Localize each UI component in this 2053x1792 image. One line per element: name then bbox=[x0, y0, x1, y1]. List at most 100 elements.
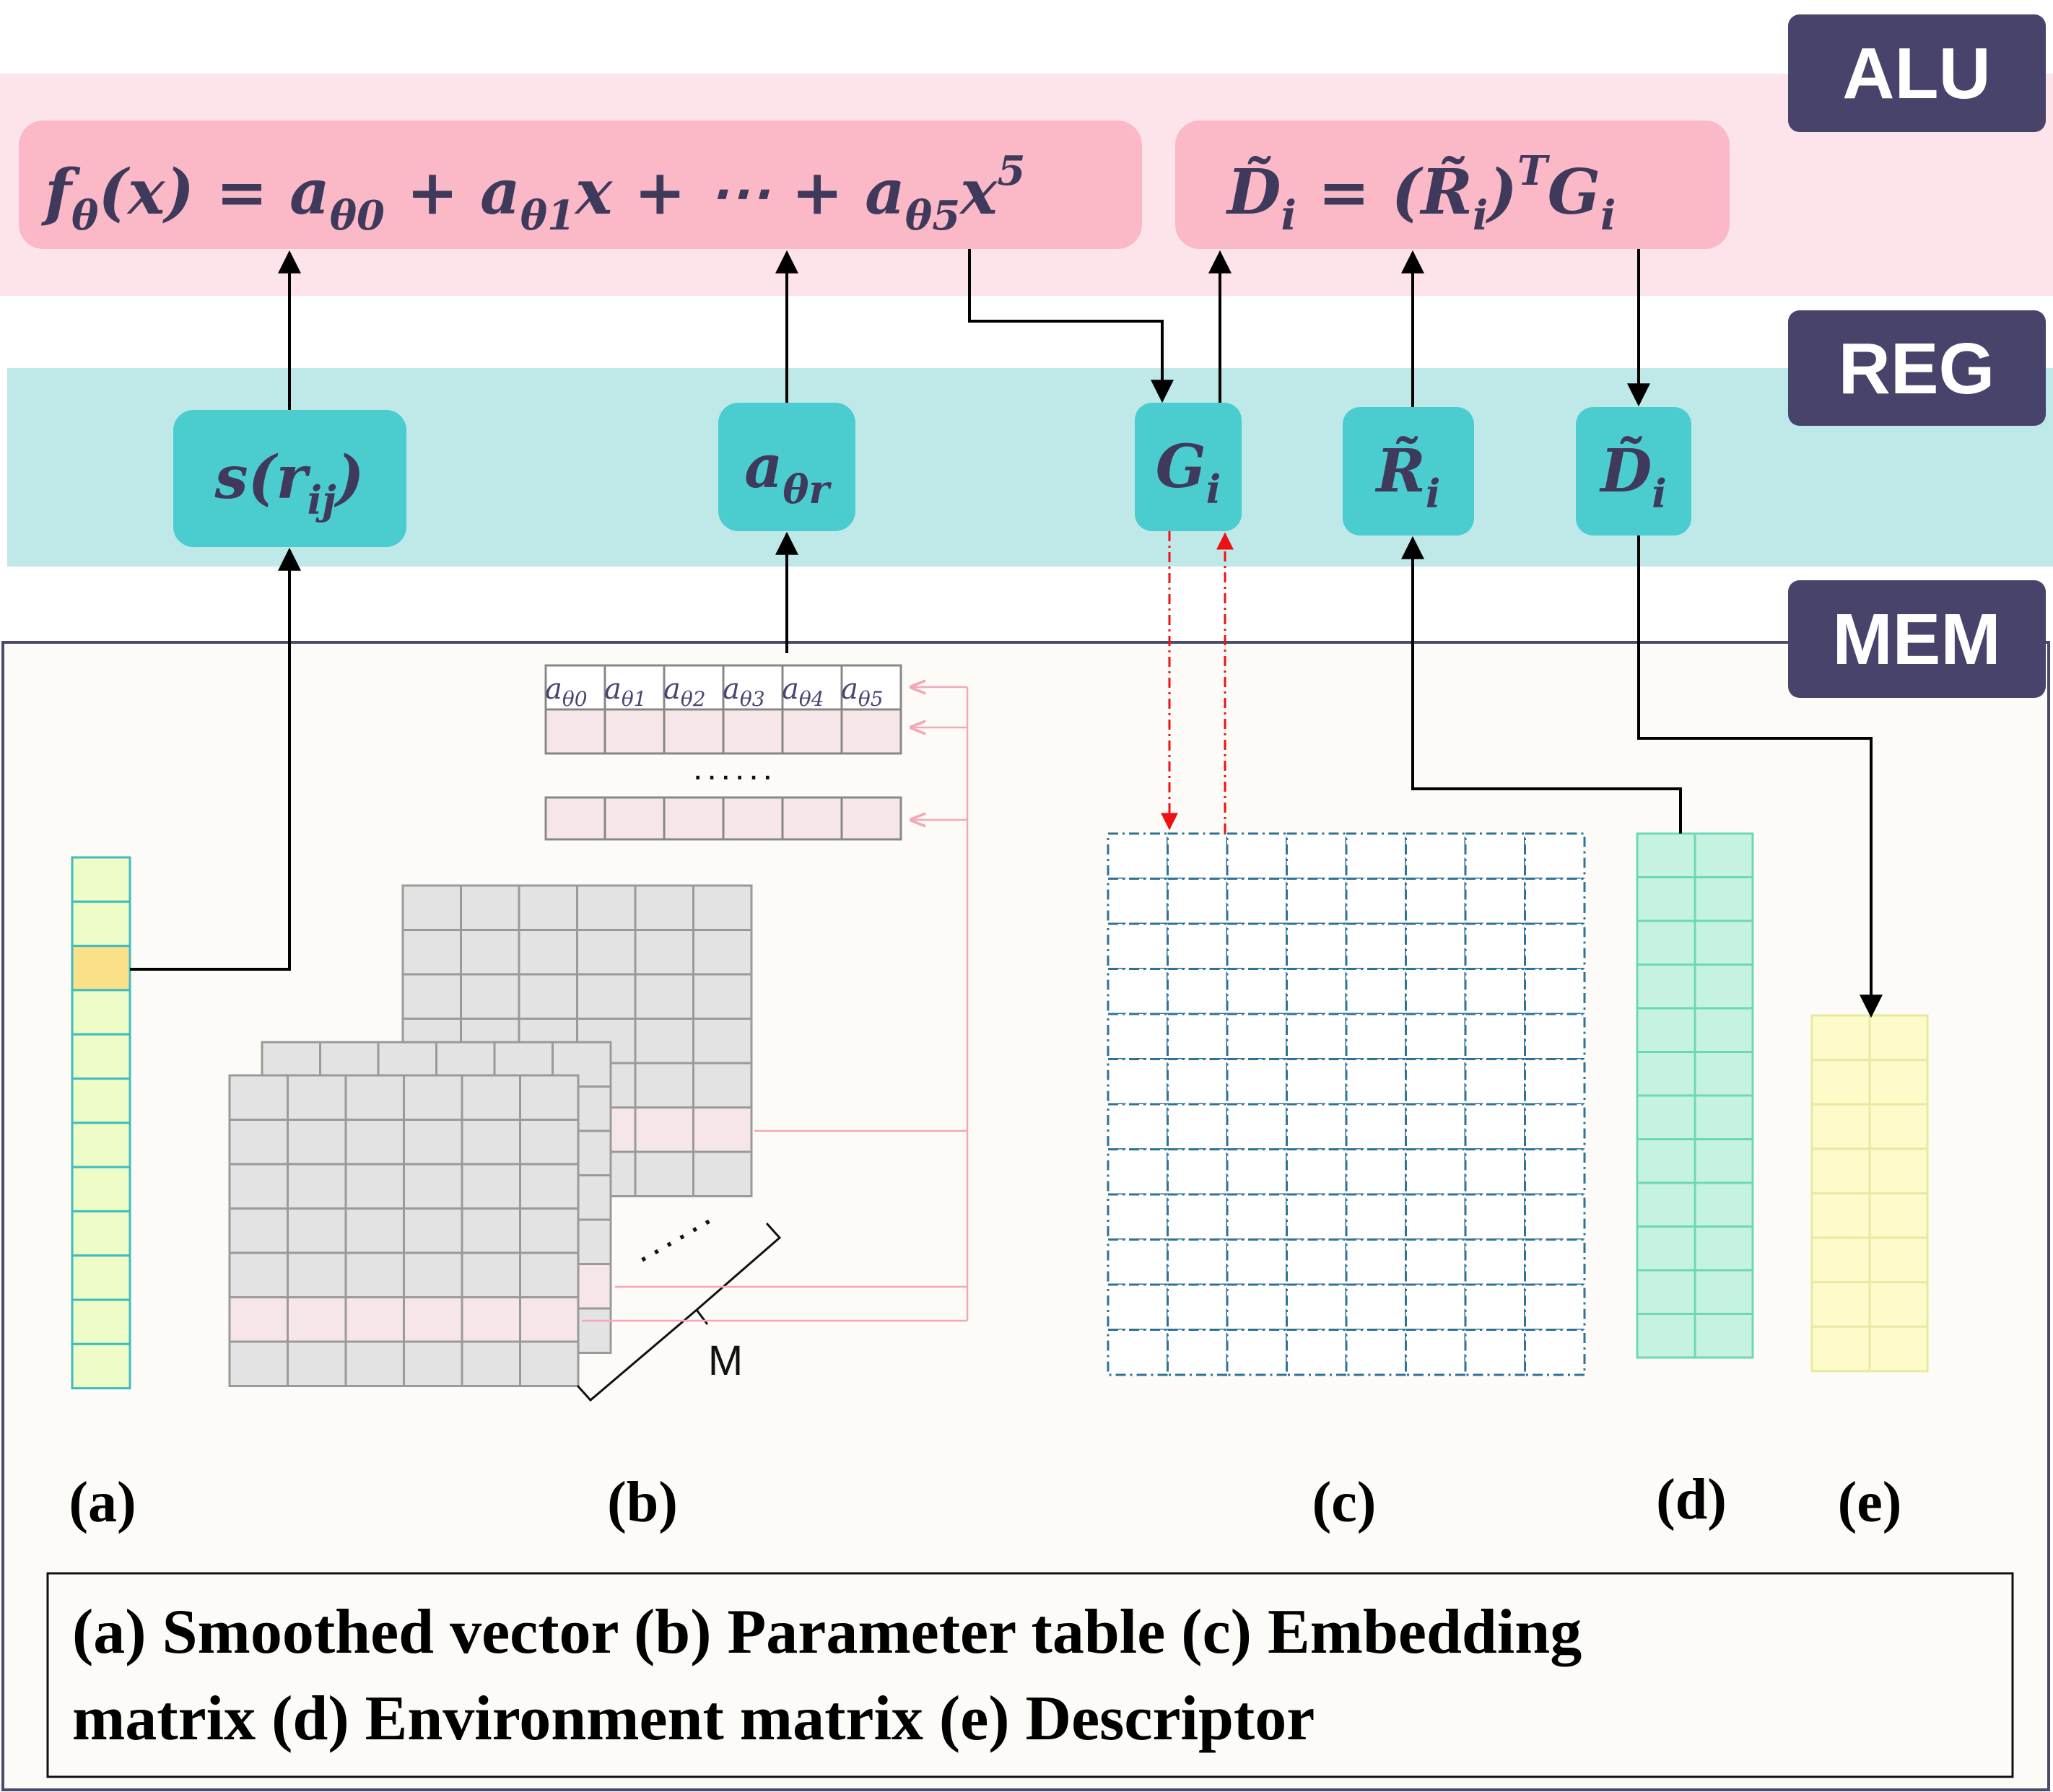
environment-matrix-cell bbox=[1636, 1007, 1696, 1053]
environment-matrix-cell bbox=[1694, 1181, 1754, 1228]
grid-front-cell bbox=[403, 1074, 463, 1121]
param-table-cell bbox=[840, 664, 902, 711]
m-label: M bbox=[708, 1337, 743, 1384]
param-table-cell bbox=[603, 664, 666, 711]
embedding-matrix-cell bbox=[1226, 922, 1288, 970]
grid-front-cell bbox=[403, 1119, 463, 1166]
embedding-matrix-cell bbox=[1286, 1283, 1348, 1331]
parameter-table-headers: aθ0 aθ1 aθ2 aθ3 aθ4 aθ5 bbox=[545, 673, 884, 711]
descriptor-matrix-cell bbox=[1810, 1014, 1871, 1062]
param-table-last-cell bbox=[781, 796, 843, 841]
grid-front-cell bbox=[344, 1119, 405, 1166]
sublabel-a: (a) bbox=[69, 1471, 136, 1534]
embedding-matrix-cell bbox=[1405, 1283, 1467, 1331]
environment-matrix-cell bbox=[1636, 1313, 1696, 1359]
grid-back-cell bbox=[576, 884, 637, 931]
grid-front-cell bbox=[228, 1207, 289, 1254]
arrow-alu-to-g bbox=[968, 249, 1174, 403]
environment-matrix-cell bbox=[1636, 1269, 1696, 1315]
descriptor-matrix-cell bbox=[1810, 1281, 1871, 1328]
embedding-matrix-cell bbox=[1226, 1058, 1288, 1106]
embedding-matrix-cell bbox=[1524, 922, 1586, 970]
embedding-matrix-cell bbox=[1345, 832, 1407, 880]
smoothed-vector-cell bbox=[71, 856, 131, 903]
environment-matrix-cell bbox=[1694, 919, 1754, 966]
descriptor-formula: D̃i = (R̃i)TGi bbox=[1225, 147, 1616, 240]
grid-front-cell bbox=[461, 1119, 521, 1166]
environment-matrix-cell bbox=[1636, 963, 1696, 1010]
embedding-matrix-cell bbox=[1226, 968, 1288, 1015]
embedding-matrix-cell bbox=[1524, 968, 1586, 1015]
descriptor-matrix bbox=[1810, 1014, 1929, 1373]
grid-back-cell bbox=[634, 1106, 694, 1153]
embedding-matrix-cell bbox=[1226, 1283, 1288, 1331]
grid-front-cell bbox=[287, 1207, 347, 1254]
grid-back-cell bbox=[692, 929, 753, 976]
embedding-matrix-cell bbox=[1167, 878, 1229, 925]
embedding-matrix-cell bbox=[1405, 878, 1467, 925]
grid-front-cell bbox=[228, 1074, 289, 1121]
embedding-matrix-cell bbox=[1345, 1103, 1407, 1150]
descriptor-matrix-cell bbox=[1810, 1103, 1871, 1150]
grid-front-cell bbox=[403, 1296, 463, 1343]
embedding-matrix-cell bbox=[1167, 1013, 1229, 1060]
embedding-matrix-cell bbox=[1464, 1193, 1526, 1241]
smoothed-vector-cell bbox=[71, 1342, 131, 1390]
grid-front-cell bbox=[519, 1296, 580, 1343]
grid-front-cell bbox=[461, 1296, 521, 1343]
grid-front-cell bbox=[344, 1296, 405, 1343]
param-table-cell bbox=[544, 708, 606, 755]
descriptor-matrix-cell bbox=[1868, 1148, 1929, 1194]
embedding-matrix-cell bbox=[1524, 1058, 1586, 1106]
embedding-matrix-cell bbox=[1405, 922, 1467, 970]
grid-back-cell bbox=[460, 973, 520, 1020]
grid-front-cell bbox=[403, 1251, 463, 1298]
embedding-matrix-cell bbox=[1464, 878, 1526, 925]
grid-front-cell bbox=[287, 1296, 347, 1343]
embedding-matrix-cell bbox=[1226, 1103, 1288, 1150]
register-d-label: D̃i bbox=[1599, 436, 1667, 517]
descriptor-matrix-cell bbox=[1810, 1059, 1871, 1106]
grid-front-cell bbox=[344, 1163, 405, 1210]
alu-polynomial-box: fθ(x) = aθ0 + aθ1x + ⋯ + aθ5x5 bbox=[19, 121, 1142, 249]
param-table-cell bbox=[722, 708, 784, 755]
arrow-smoothed-to-s bbox=[130, 547, 301, 971]
grid-front-cell bbox=[287, 1074, 347, 1121]
grid-back-cell bbox=[634, 1062, 694, 1109]
register-r: R̃i bbox=[1343, 407, 1474, 536]
descriptor-matrix-cell bbox=[1810, 1192, 1871, 1239]
descriptor-matrix-cell bbox=[1810, 1148, 1871, 1194]
caption-line-2: matrix (d) Environment matrix (e) Descri… bbox=[72, 1684, 1315, 1754]
param-table-cell bbox=[781, 708, 843, 755]
embedding-matrix-cell bbox=[1107, 1238, 1169, 1286]
parameter-grid-stack bbox=[228, 884, 753, 1387]
alu-tag-label: ALU bbox=[1842, 33, 1991, 114]
grid-front-cell bbox=[403, 1163, 463, 1210]
embedding-matrix-cell bbox=[1286, 878, 1348, 925]
environment-matrix-cell bbox=[1636, 1051, 1696, 1097]
alu-descriptor-box: D̃i = (R̃i)TGi bbox=[1175, 121, 1730, 249]
descriptor-matrix-cell bbox=[1868, 1103, 1929, 1150]
embedding-matrix-cell bbox=[1524, 878, 1586, 925]
grid-back-cell bbox=[460, 929, 520, 976]
smoothed-vector-cell bbox=[71, 1298, 131, 1345]
embedding-matrix-cell bbox=[1405, 1329, 1467, 1376]
embedding-matrix-cell bbox=[1345, 1193, 1407, 1241]
grid-back-cell bbox=[401, 929, 462, 976]
embedding-matrix-cell bbox=[1464, 968, 1526, 1015]
embedding-matrix-cell bbox=[1167, 1103, 1229, 1150]
embedding-matrix-cell bbox=[1524, 1193, 1586, 1241]
register-s: s(rij) bbox=[173, 410, 406, 547]
grid-front-cell bbox=[403, 1340, 463, 1387]
embedding-matrix-cell bbox=[1464, 1058, 1526, 1106]
param-table-last-cell bbox=[603, 796, 666, 841]
embedding-matrix-cell bbox=[1524, 1103, 1586, 1150]
embedding-matrix-cell bbox=[1524, 832, 1586, 880]
environment-matrix-cell bbox=[1694, 1138, 1754, 1184]
embedding-matrix-cell bbox=[1107, 1103, 1169, 1150]
grid-front-cell bbox=[344, 1074, 405, 1121]
embedding-matrix-cell bbox=[1464, 1103, 1526, 1150]
descriptor-matrix-cell bbox=[1810, 1325, 1871, 1373]
grid-back-cell bbox=[634, 929, 694, 976]
register-g: Gi bbox=[1135, 403, 1242, 531]
